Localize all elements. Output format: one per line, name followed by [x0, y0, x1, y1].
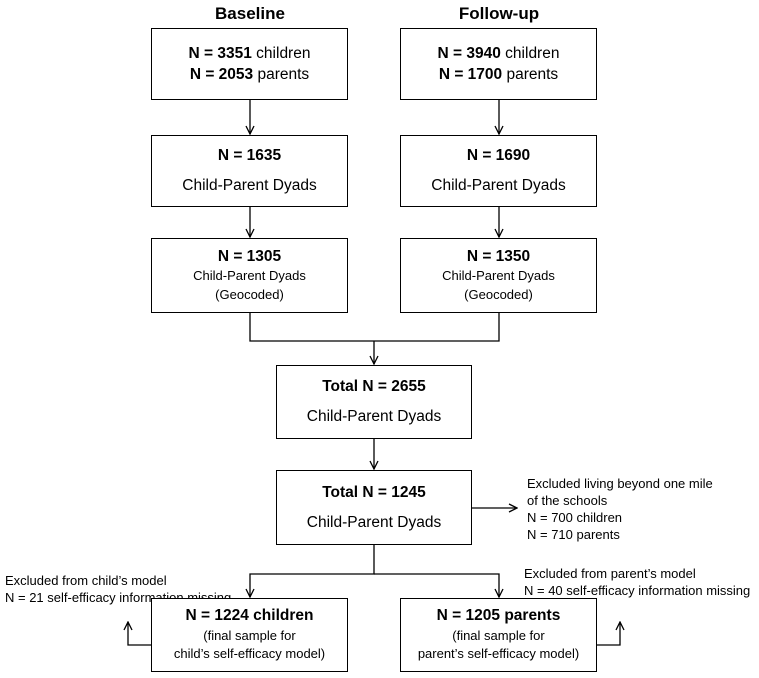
baseline-header: Baseline	[215, 4, 285, 23]
excluded-distance-children: N = 700 children	[527, 510, 623, 525]
baseline-parents-label: parents	[253, 66, 310, 83]
excluded-distance-parents: N = 710 parents	[527, 527, 620, 542]
excluded-parent-line1: Excluded from parent’s model	[524, 566, 696, 581]
followup-box-dyads: N = 1690 Child-Parent Dyads	[400, 135, 597, 207]
total-filtered-box: Total N = 1245 Child-Parent Dyads	[276, 470, 472, 545]
total-combined-box: Total N = 2655 Child-Parent Dyads	[276, 365, 472, 439]
followup-children-label: children	[500, 45, 560, 62]
followup-dyads-count: N = 1690	[466, 147, 531, 164]
total-combined-label: Child-Parent Dyads	[306, 408, 442, 425]
followup-header: Follow-up	[458, 4, 540, 23]
total-filtered-count: Total N = 1245	[322, 483, 426, 501]
excluded-parent-line2: N = 40 self-efficacy information missing	[524, 583, 751, 598]
arrow-excluded-child	[128, 622, 151, 646]
excluded-child-line1: Excluded from child’s model	[5, 573, 167, 588]
followup-parents-label: parents	[502, 66, 559, 83]
final-child-note1: (final sample for	[203, 628, 296, 643]
final-parent-note2: parent’s self-efficacy model)	[417, 646, 580, 661]
baseline-children-label: children	[251, 45, 311, 62]
final-child-box: N = 1224 children (final sample for chil…	[151, 598, 348, 672]
baseline-parents-count: N = 2053	[189, 66, 254, 83]
merge-line	[249, 313, 500, 342]
final-parent-box: N = 1205 parents (final sample for paren…	[400, 598, 597, 672]
excluded-distance-note: Excluded living beyond one mile of the s…	[527, 475, 713, 543]
followup-children-count: N = 3940	[437, 45, 501, 62]
baseline-box-dyads: N = 1635 Child-Parent Dyads	[151, 135, 348, 207]
total-combined-count: Total N = 2655	[322, 378, 426, 395]
baseline-box-initial: N = 3351 children N = 2053 parents	[151, 28, 348, 100]
followup-box-initial: N = 3940 children N = 1700 parents	[400, 28, 597, 100]
baseline-children-count: N = 3351	[188, 45, 252, 62]
excluded-distance-line1: Excluded living beyond one mile	[527, 476, 713, 491]
baseline-dyads-count: N = 1635	[217, 147, 282, 164]
total-filtered-label: Child-Parent Dyads	[306, 513, 442, 531]
followup-geocoded-label: Child-Parent Dyads	[442, 268, 555, 283]
baseline-geocoded-label: Child-Parent Dyads	[193, 268, 306, 283]
followup-parents-count: N = 1700	[438, 66, 503, 83]
excluded-distance-line2: of the schools	[527, 493, 608, 508]
followup-geocoded-note: (Geocoded)	[464, 287, 533, 302]
final-parent-note1: (final sample for	[452, 628, 545, 643]
excluded-parent-note: Excluded from parent’s model N = 40 self…	[524, 565, 750, 599]
split-line	[250, 545, 375, 597]
baseline-geocoded-count: N = 1305	[217, 248, 282, 265]
arrow-excluded-parent	[597, 622, 620, 646]
baseline-box-geocoded: N = 1305 Child-Parent Dyads (Geocoded)	[151, 238, 348, 313]
split-line-right	[374, 573, 499, 597]
followup-dyads-label: Child-Parent Dyads	[431, 177, 566, 194]
final-parent-count: N = 1205 parents	[436, 607, 561, 624]
followup-box-geocoded: N = 1350 Child-Parent Dyads (Geocoded)	[400, 238, 597, 313]
followup-geocoded-count: N = 1350	[466, 248, 531, 265]
final-child-note2: child’s self-efficacy model)	[173, 646, 326, 661]
final-child-count: N = 1224 children	[185, 607, 314, 624]
baseline-dyads-label: Child-Parent Dyads	[182, 177, 317, 194]
baseline-geocoded-note: (Geocoded)	[215, 287, 284, 302]
